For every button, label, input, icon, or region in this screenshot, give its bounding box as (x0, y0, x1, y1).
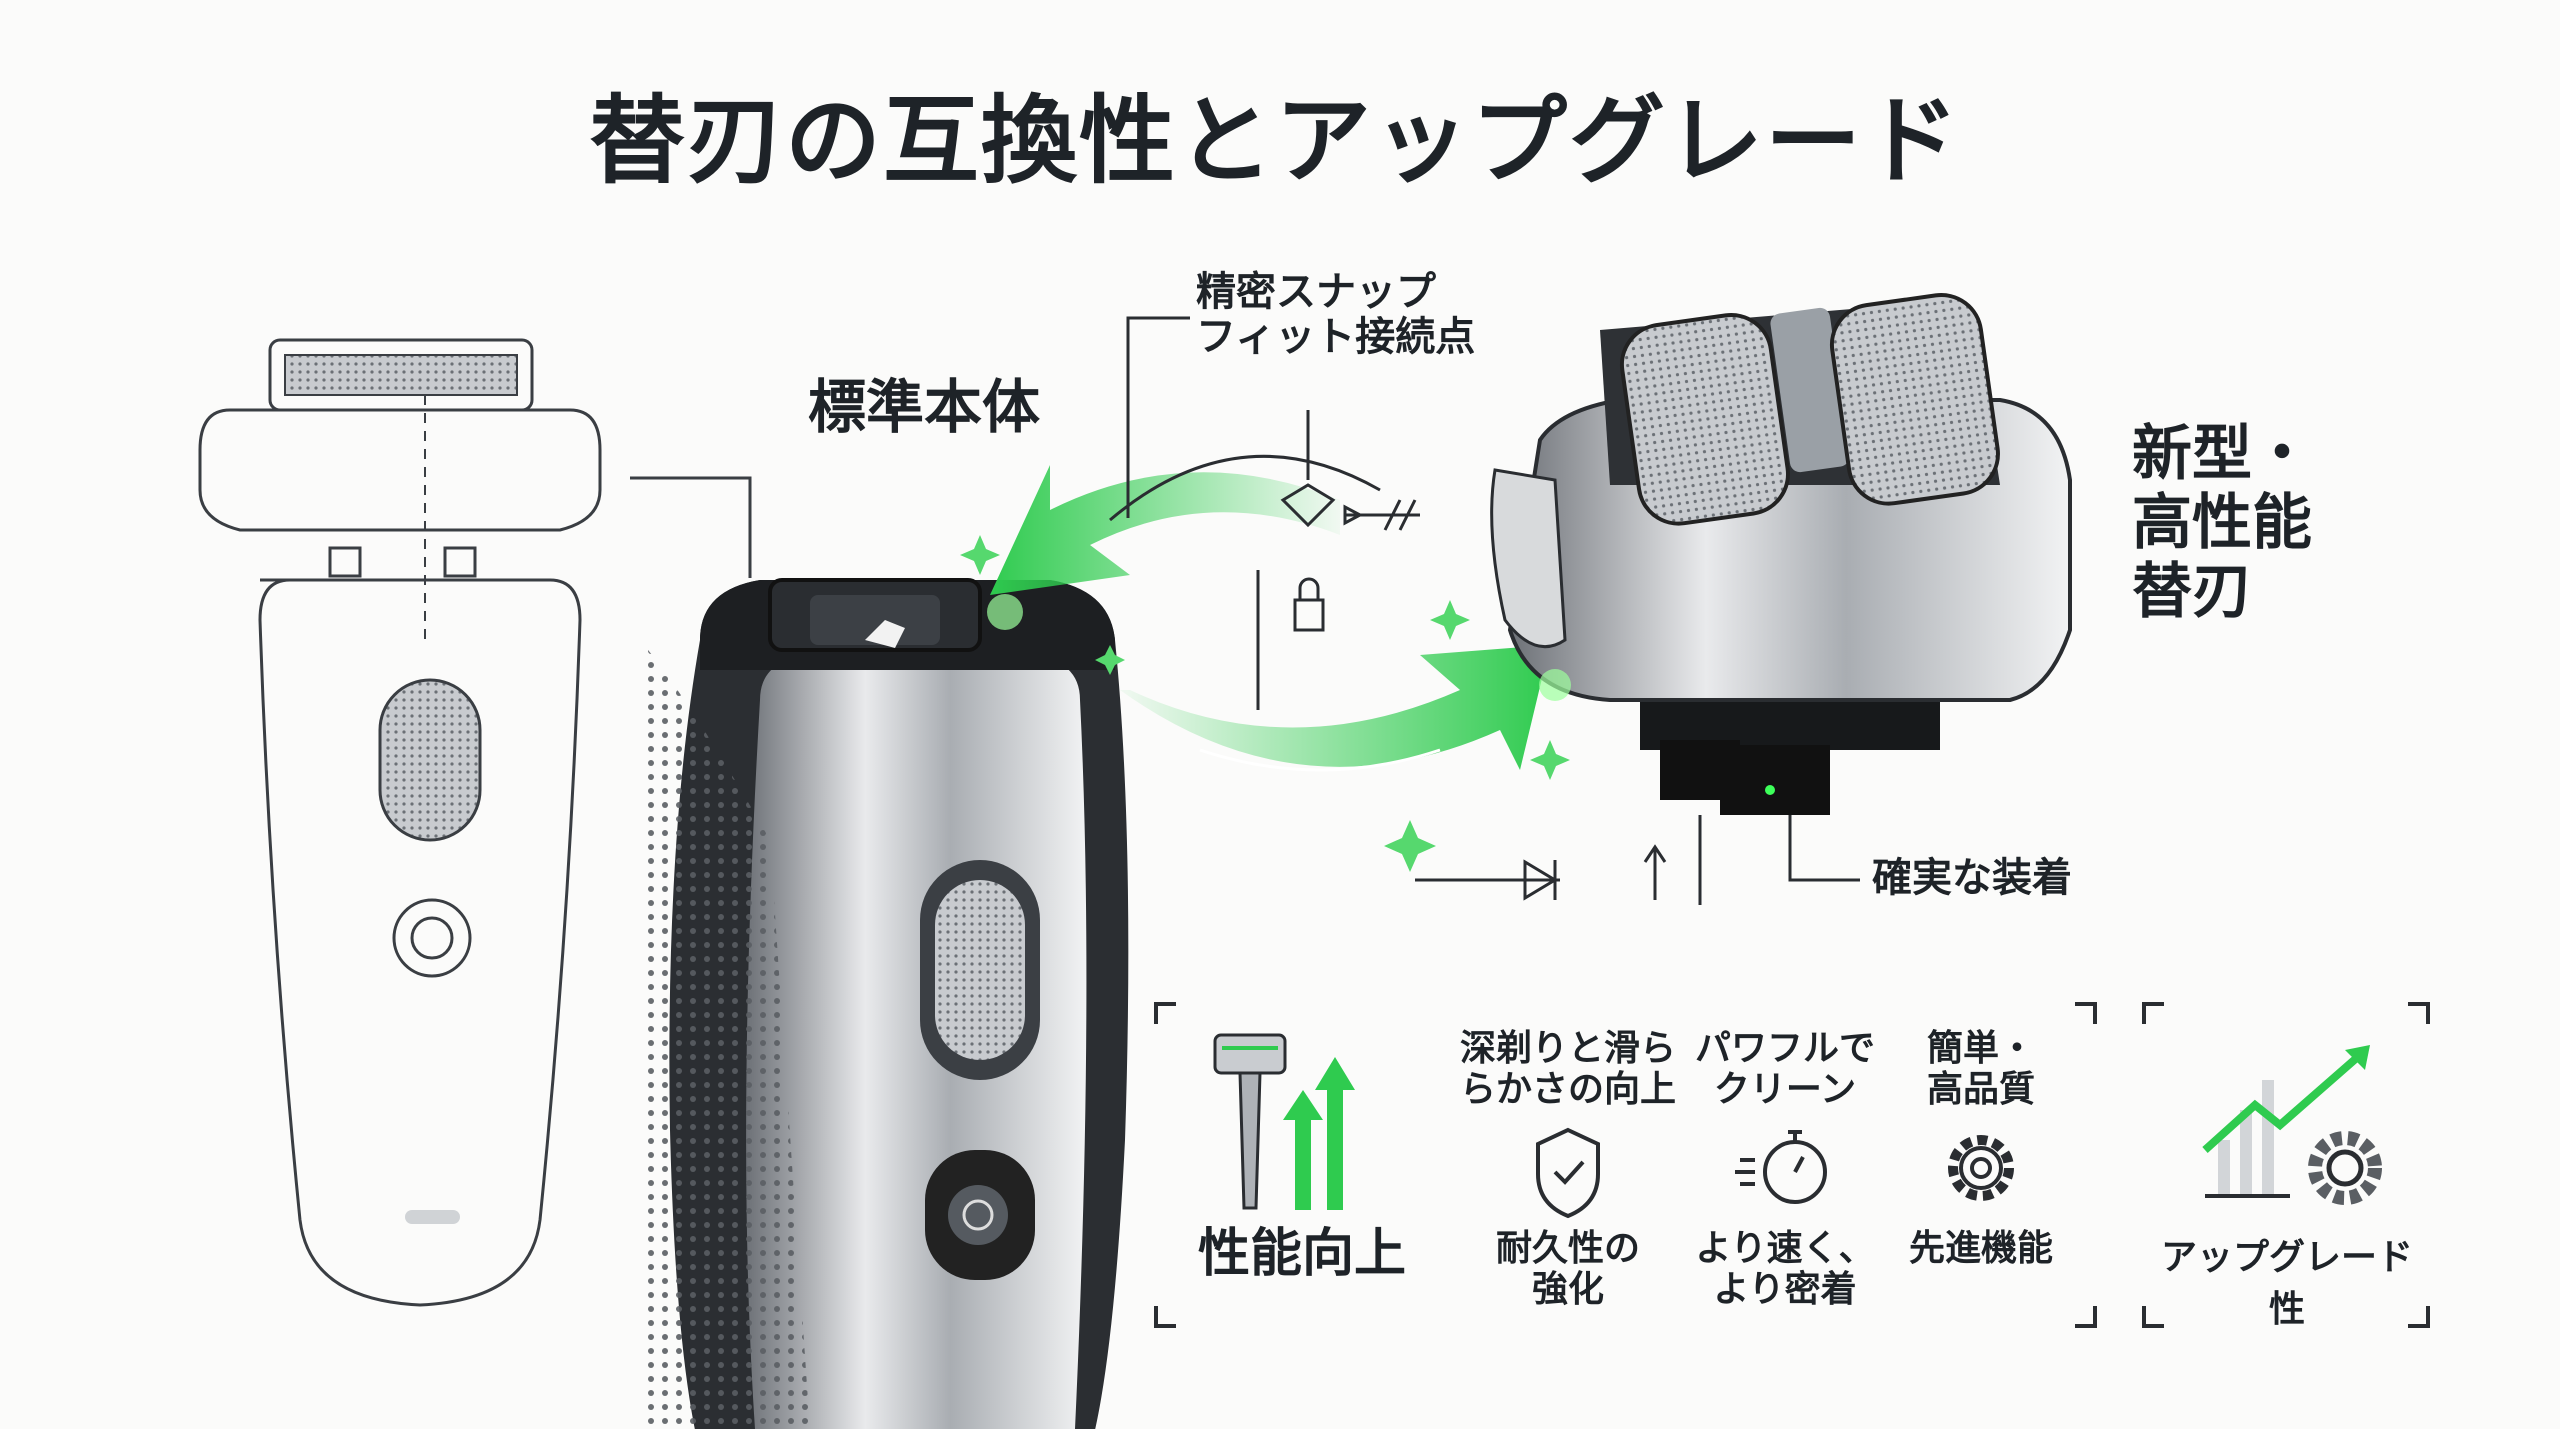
outline-shaver-drawing (198, 338, 752, 1307)
upgrade-title: アップグレード性 (2160, 1237, 2413, 1330)
standard-shaver-body (640, 578, 1129, 1429)
benefit-line: パワフルで (1694, 1028, 1875, 1069)
snap-fit-label: 精密スナップ フィット接続点 (1196, 270, 1475, 360)
swap-arrows (960, 454, 1570, 872)
benefit-line: 強化 (1531, 1269, 1604, 1311)
gear-icon (1948, 1135, 2014, 1201)
benefit-bottom-text: 先進機能 (1866, 1228, 2096, 1269)
benefit-line: 高品質 (1926, 1069, 2035, 1111)
page-title: 替刃の互換性とアップグレード (589, 85, 1961, 197)
new-blade-label: 新型・ 高性能 替刃 (2132, 420, 2312, 627)
performance-title: 性能向上 (1198, 1224, 1407, 1284)
benefit-line: より密着 (1713, 1269, 1857, 1311)
benefit-line: 簡単・ (1926, 1028, 2035, 1069)
benefit-box-brackets (1154, 1002, 2430, 1328)
new-blade-head (1490, 293, 2072, 815)
benefit-line: クリーン (1713, 1069, 1857, 1111)
benefit-line: より速く、 (1695, 1228, 1875, 1269)
snap-fit-label-line: 精密スナップ (1196, 269, 1436, 315)
benefit-top-text: 深剃りと滑ら らかさの向上 (1453, 1028, 1683, 1111)
benefit-line: らかさの向上 (1459, 1069, 1676, 1111)
razor-icon (1213, 1033, 1355, 1210)
benefit-bottom-text: より速く、 より密着 (1670, 1228, 1900, 1311)
standard-body-label: 標準本体 (808, 373, 1041, 441)
shield-check-icon (1536, 1127, 1600, 1219)
callout-lines (1126, 316, 1860, 905)
upgrade-chart-icon (2202, 1045, 2382, 1205)
new-blade-label-line: 新型・ (2132, 419, 2312, 489)
benefit-top-text: 簡単・ 高品質 (1866, 1028, 2096, 1111)
snap-fit-label-line: フィット接続点 (1196, 313, 1476, 360)
new-blade-label-line: 替刃 (2132, 557, 2252, 627)
benefit-top-text: パワフルで クリーン (1670, 1028, 1900, 1111)
new-blade-label-line: 高性能 (2132, 488, 2312, 558)
benefit-line: 先進機能 (1908, 1228, 2053, 1269)
stopwatch-icon (1735, 1130, 1827, 1204)
benefit-bottom-text: 耐久性の 強化 (1453, 1228, 1683, 1311)
benefit-line: 深剃りと滑ら (1459, 1028, 1676, 1069)
secure-fit-label: 確実な装着 (1872, 855, 2072, 901)
benefit-line: 耐久性の (1495, 1228, 1640, 1269)
